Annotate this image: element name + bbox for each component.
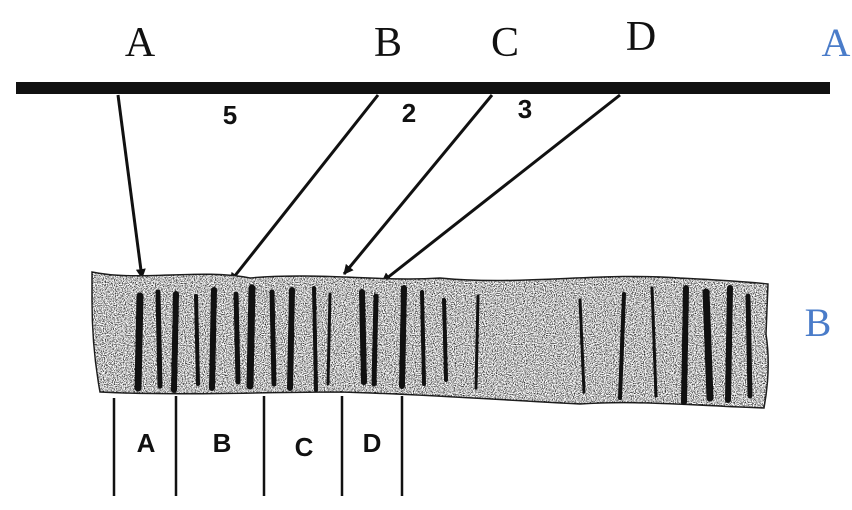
top-label-c: C xyxy=(491,20,519,66)
number-2: 2 xyxy=(402,98,416,128)
side-label-bottom: B xyxy=(805,300,832,345)
number-3: 3 xyxy=(518,94,532,124)
source-bar xyxy=(16,82,830,94)
arrow-a xyxy=(118,95,142,278)
top-label-b: B xyxy=(374,20,402,66)
band-label-c: C xyxy=(295,432,314,462)
top-label-a: A xyxy=(125,20,156,66)
arrow-c xyxy=(344,95,492,274)
band-label-b: B xyxy=(213,428,232,458)
top-label-d: D xyxy=(626,14,656,60)
speckled-band xyxy=(92,272,768,408)
arrow-b xyxy=(230,95,378,282)
band-label-d: D xyxy=(363,428,382,458)
arrow-d xyxy=(382,95,620,282)
band-label-a: A xyxy=(137,428,156,458)
number-5: 5 xyxy=(223,100,237,130)
side-label-top: A xyxy=(822,20,851,65)
